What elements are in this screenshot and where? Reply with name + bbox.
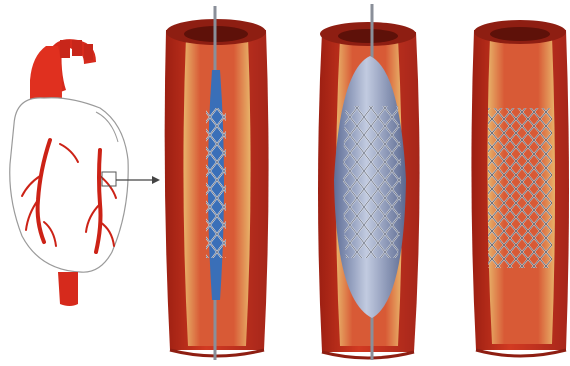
artery-with-catheter-icon bbox=[165, 6, 269, 360]
artery-bottom-rim-3 bbox=[322, 352, 414, 358]
crimped-stent bbox=[206, 108, 226, 258]
artery-bottom-rim-4 bbox=[476, 350, 566, 356]
heart-outline bbox=[10, 98, 128, 272]
aorta-ascending bbox=[30, 46, 62, 100]
aorta-branch-2 bbox=[72, 40, 82, 56]
artery-with-stent-icon bbox=[471, 20, 569, 356]
expanded-stent bbox=[343, 106, 401, 258]
heart-icon bbox=[10, 39, 128, 306]
artery-with-balloon-icon bbox=[318, 4, 420, 360]
aorta-branch-3 bbox=[84, 44, 93, 60]
deployed-stent bbox=[488, 108, 552, 268]
artery-bottom-rim-2 bbox=[170, 350, 264, 356]
descending-aorta bbox=[58, 272, 78, 306]
aorta-branch-1 bbox=[60, 40, 70, 58]
